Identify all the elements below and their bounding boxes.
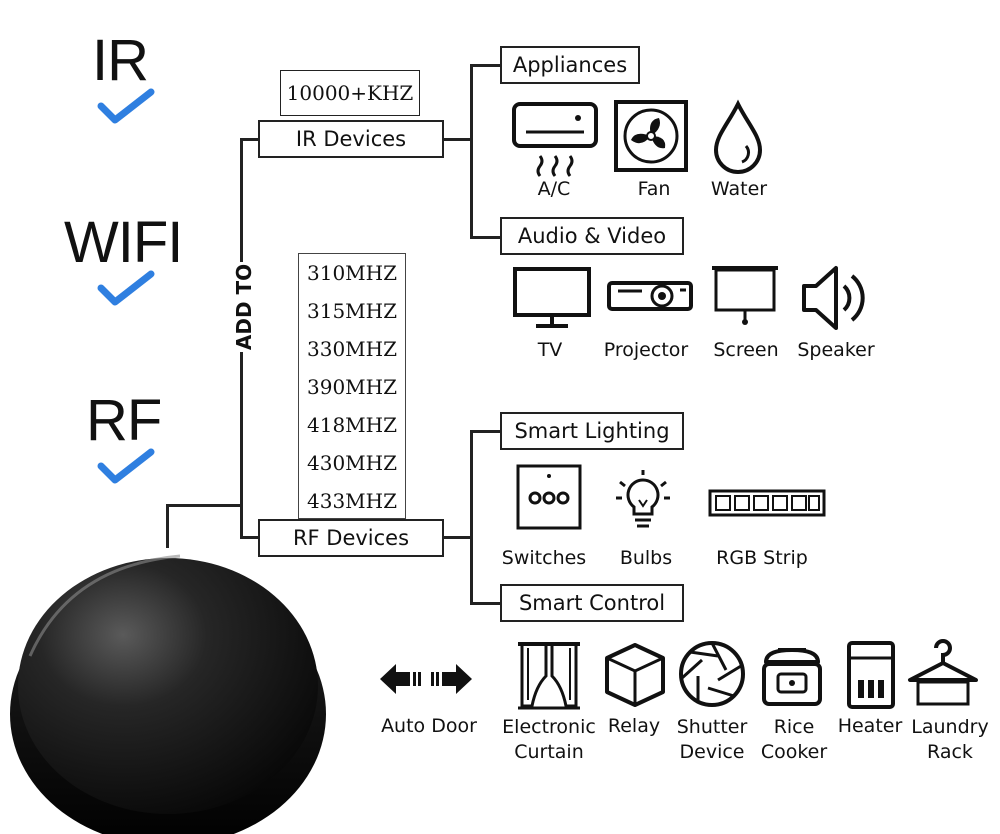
ir-devices-box: IR Devices [258, 120, 444, 158]
trunk-to-rf-line [240, 536, 260, 539]
rf-frequency-item: 330MHZ [307, 337, 397, 361]
rf-branch-v [470, 430, 473, 604]
appliances-box: Appliances [500, 46, 640, 84]
add-to-label: ADD TO [232, 262, 256, 352]
smart-control-box: Smart Control [500, 584, 684, 622]
rf-frequency-item: 390MHZ [307, 375, 397, 399]
appliance-label: A/C [537, 178, 571, 200]
speaker-icon [802, 266, 865, 330]
projection-screen-icon [712, 266, 778, 325]
audio-video-box: Audio & Video [500, 217, 684, 255]
hub-connector-h [166, 504, 242, 507]
rf-frequency-item: 315MHZ [307, 299, 397, 323]
auto-door-arrows-icon [380, 664, 472, 694]
wifi-check-icon [97, 270, 155, 306]
ir-to-appliances [470, 64, 500, 67]
air-conditioner-icon [512, 102, 598, 177]
rgb-strip-icon [708, 489, 826, 517]
trunk-to-ir-line [240, 138, 260, 141]
protocol-ir-label: IR [92, 28, 149, 93]
ir-frequency-box: 10000+KHZ [280, 70, 420, 116]
control-label: Auto Door [381, 715, 477, 737]
rf-frequency-item: 418MHZ [307, 413, 397, 437]
rf-check-icon [97, 448, 155, 484]
shutter-aperture-icon [679, 641, 745, 707]
laundry-rack-hanger-icon [908, 639, 978, 706]
protocol-wifi-label: WIFI [64, 210, 183, 275]
appliance-label: Water [710, 178, 768, 200]
audio-video-label: Projector [603, 339, 689, 361]
water-drop-icon [713, 99, 763, 174]
control-label: Rice Cooker [760, 716, 828, 763]
heater-icon [847, 641, 895, 709]
rf-branch-h [442, 536, 472, 539]
rf-devices-box: RF Devices [258, 519, 444, 557]
rf-to-control [470, 602, 500, 605]
tv-icon [513, 267, 591, 328]
rf-frequency-item: 310MHZ [307, 261, 397, 285]
ir-to-audio [470, 236, 500, 239]
projector-icon [607, 281, 693, 311]
rf-frequency-item: 433MHZ [307, 489, 397, 513]
smart-lighting-box: Smart Lighting [500, 412, 684, 450]
light-bulb-icon [616, 470, 670, 528]
rice-cooker-icon [762, 648, 822, 706]
audio-video-label: Screen [713, 339, 779, 361]
protocol-rf-label: RF [86, 388, 162, 453]
ir-branch-v [470, 64, 473, 238]
curtain-icon [518, 642, 580, 710]
relay-box-icon [605, 643, 665, 707]
smart-hub-device-image [10, 554, 326, 834]
svg-text:ADD TO: ADD TO [232, 264, 256, 350]
control-label: Heater [837, 715, 903, 737]
control-label: Laundry Rack [911, 716, 989, 763]
ir-check-icon [97, 88, 155, 124]
ir-branch-h [442, 138, 472, 141]
control-label: Relay [607, 715, 661, 737]
appliance-label: Fan [637, 178, 671, 200]
audio-video-label: Speaker [797, 339, 875, 361]
lighting-label: RGB Strip [716, 547, 808, 569]
rf-to-lighting [470, 430, 500, 433]
rf-frequency-item: 430MHZ [307, 451, 397, 475]
hub-connector-v [166, 504, 169, 548]
lighting-label: Bulbs [619, 547, 673, 569]
fan-icon [614, 100, 688, 172]
lighting-label: Switches [501, 547, 587, 569]
control-label: Electronic Curtain [502, 716, 596, 763]
control-label: Shutter Device [676, 716, 748, 763]
wall-switch-icon [516, 464, 582, 530]
rf-frequency-list: 310MHZ 315MHZ 330MHZ 390MHZ 418MHZ 430MH… [298, 253, 406, 519]
audio-video-label: TV [537, 339, 563, 361]
